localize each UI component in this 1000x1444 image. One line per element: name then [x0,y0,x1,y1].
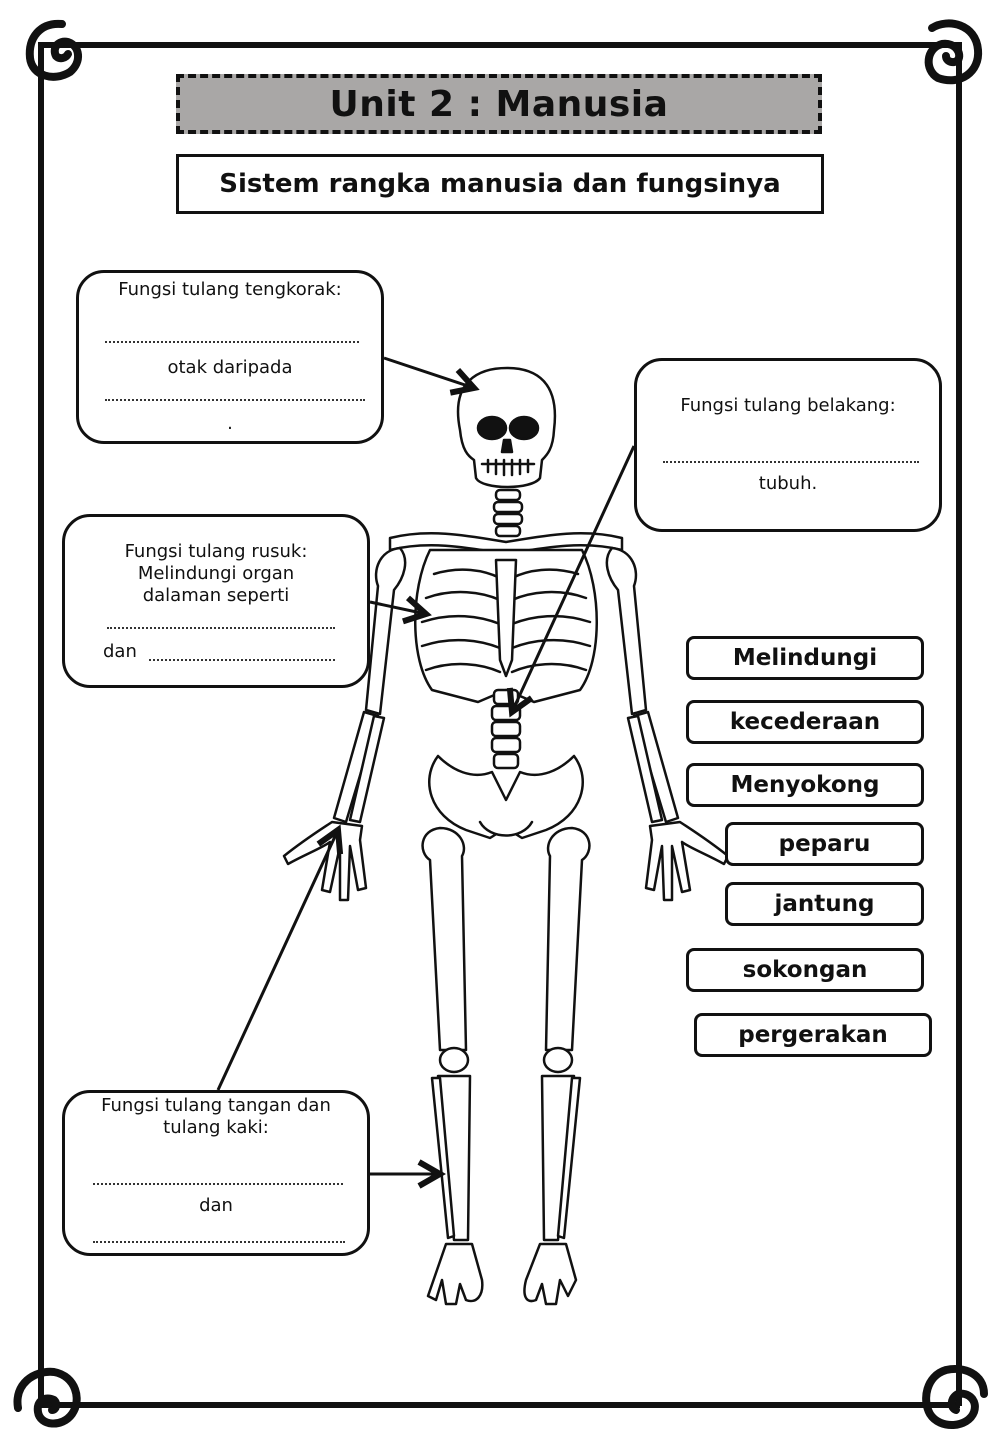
callout-skull-function: Fungsi tulang tengkorak: otak daripada . [76,270,384,444]
answer-blank-1[interactable] [93,1183,343,1185]
answer-blank-1[interactable] [107,627,335,629]
word-tile-jantung[interactable]: jantung [725,882,924,926]
callout-spine-function: Fungsi tulang belakang: tubuh. [634,358,942,532]
callout-text: tulang kaki: [163,1117,269,1138]
callout-end: tubuh. [758,473,818,494]
word-tile-melindungi[interactable]: Melindungi [686,636,924,680]
callout-end: . [227,413,233,434]
callout-heading: Fungsi tulang belakang: [680,395,896,416]
callout-heading: Fungsi tulang tengkorak: [118,279,342,300]
word-tile-menyokong[interactable]: Menyokong [686,763,924,807]
frame-top [40,42,960,48]
corner-swirl-icon [922,1365,988,1430]
page-title: Unit 2 : Manusia [329,83,669,125]
callout-ribs-function: Fungsi tulang rusuk: Melindungi organ da… [62,514,370,688]
word-tile-sokongan[interactable]: sokongan [686,948,924,992]
frame-left [38,42,44,1406]
callout-heading: Fungsi tulang rusuk: [124,541,308,562]
callout-dan: dan [199,1195,233,1216]
corner-swirl-icon [25,19,82,81]
callout-text: otak daripada [167,357,293,378]
callout-heading: Fungsi tulang tangan dan [101,1095,331,1116]
callout-limbs-function: Fungsi tulang tangan dan tulang kaki: da… [62,1090,370,1256]
callout-dan: dan [103,641,137,662]
callout-text: Melindungi organ [137,563,295,584]
corner-swirl-icon [924,19,983,85]
callout-text: dalaman seperti [142,585,290,606]
frame-bottom [40,1402,960,1408]
answer-blank-2[interactable] [149,659,335,661]
word-tile-pergerakan[interactable]: pergerakan [694,1013,932,1057]
subtitle-banner: Sistem rangka manusia dan fungsinya [176,154,824,214]
frame-right [956,42,962,1406]
answer-blank-2[interactable] [93,1241,345,1243]
corner-swirl-icon [13,1367,81,1428]
word-tile-kecederaan[interactable]: kecederaan [686,700,924,744]
answer-blank-1[interactable] [663,461,919,463]
answer-blank-1[interactable] [105,341,359,343]
unit-title-banner: Unit 2 : Manusia [176,74,822,134]
page-subtitle: Sistem rangka manusia dan fungsinya [219,169,781,199]
answer-blank-2[interactable] [105,399,365,401]
word-tile-peparu[interactable]: peparu [725,822,924,866]
skeleton-illustration [282,366,730,1306]
